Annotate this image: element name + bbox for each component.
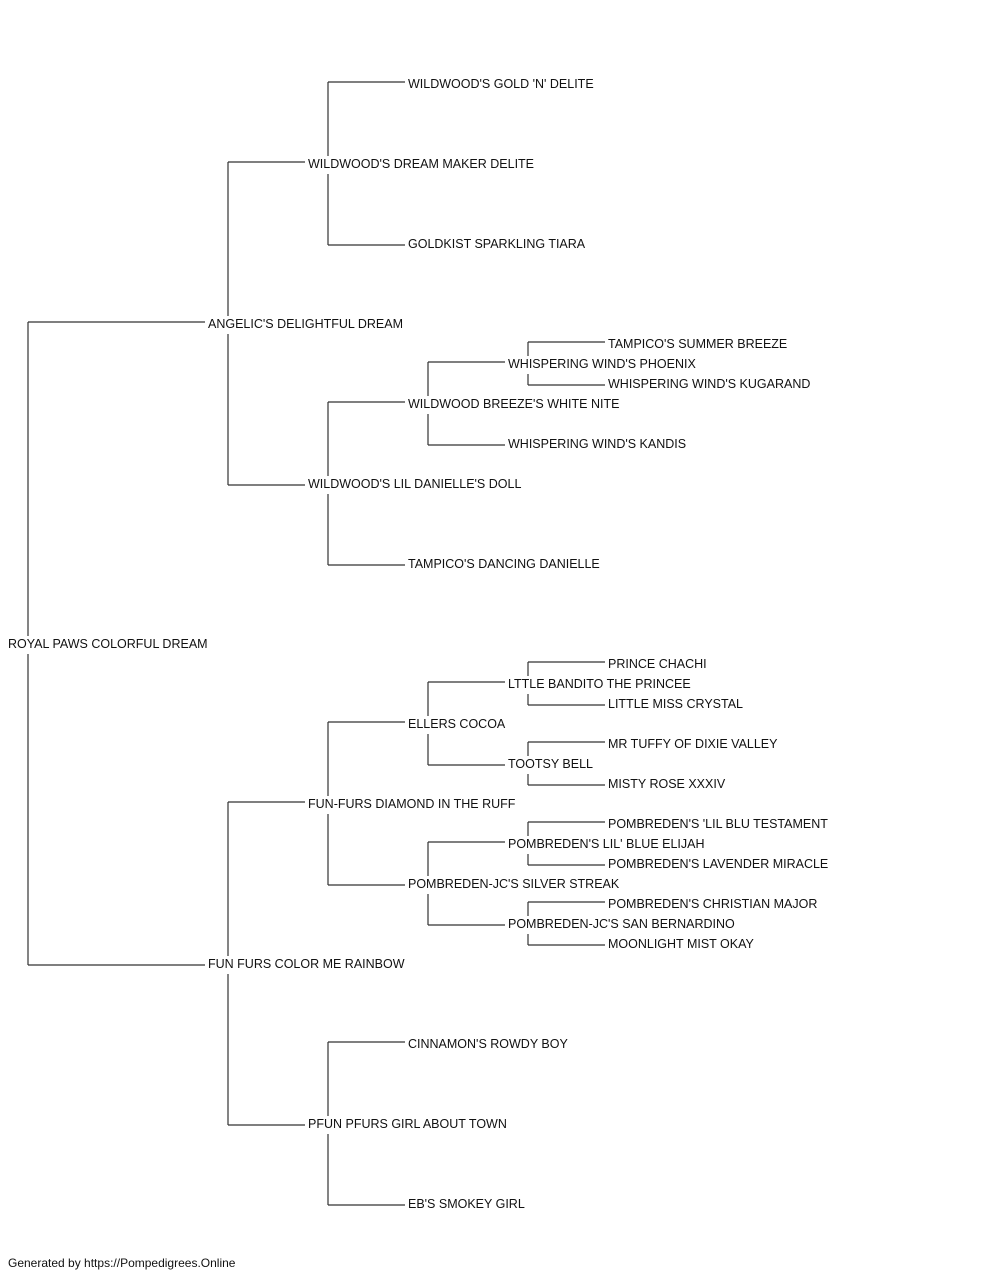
- ancestor-name: TAMPICO'S SUMMER BREEZE: [608, 337, 787, 351]
- ancestor-name: WHISPERING WIND'S KANDIS: [508, 437, 686, 451]
- ancestor-name: MR TUFFY OF DIXIE VALLEY: [608, 737, 778, 751]
- subject-name: ROYAL PAWS COLORFUL DREAM: [8, 637, 208, 651]
- ancestor-name: LTTLE BANDITO THE PRINCEE: [508, 677, 691, 691]
- ancestor-name: POMBREDEN'S CHRISTIAN MAJOR: [608, 897, 817, 911]
- ancestor-name: WHISPERING WIND'S PHOENIX: [508, 357, 696, 371]
- ancestor-name: POMBREDEN-JC'S SAN BERNARDINO: [508, 917, 735, 931]
- ancestor-name: MOONLIGHT MIST OKAY: [608, 937, 755, 951]
- dam-name: FUN FURS COLOR ME RAINBOW: [208, 957, 405, 971]
- ancestor-name: WHISPERING WIND'S KUGARAND: [608, 377, 810, 391]
- ancestor-name: POMBREDEN'S 'LIL BLU TESTAMENT: [608, 817, 828, 831]
- ancestor-name: LITTLE MISS CRYSTAL: [608, 697, 743, 711]
- ancestor-name: WILDWOOD BREEZE'S WHITE NITE: [408, 397, 619, 411]
- dam-sire-name: FUN-FURS DIAMOND IN THE RUFF: [308, 797, 516, 811]
- connector-lines: [27, 81, 605, 1206]
- ancestor-name: TOOTSY BELL: [508, 757, 593, 771]
- ancestor-name: GOLDKIST SPARKLING TIARA: [408, 237, 586, 251]
- footer-credit: Generated by https://Pompedigrees.Online: [8, 1256, 236, 1270]
- sire-dam-name: WILDWOOD'S LIL DANIELLE'S DOLL: [308, 477, 521, 491]
- ancestor-name: POMBREDEN'S LIL' BLUE ELIJAH: [508, 837, 705, 851]
- ancestor-name: ELLERS COCOA: [408, 717, 506, 731]
- ancestor-name: WILDWOOD'S GOLD 'N' DELITE: [408, 77, 594, 91]
- sire-name: ANGELIC'S DELIGHTFUL DREAM: [208, 317, 403, 331]
- ancestor-name: EB'S SMOKEY GIRL: [408, 1197, 525, 1211]
- sire-sire-name: WILDWOOD'S DREAM MAKER DELITE: [308, 157, 534, 171]
- ancestor-name: POMBREDEN'S LAVENDER MIRACLE: [608, 857, 828, 871]
- ancestor-name: CINNAMON'S ROWDY BOY: [408, 1037, 568, 1051]
- dam-dam-name: PFUN PFURS GIRL ABOUT TOWN: [308, 1117, 507, 1131]
- ancestor-name: MISTY ROSE XXXIV: [608, 777, 726, 791]
- ancestor-name: PRINCE CHACHI: [608, 657, 707, 671]
- ancestor-name: TAMPICO'S DANCING DANIELLE: [408, 557, 600, 571]
- ancestor-name: POMBREDEN-JC'S SILVER STREAK: [408, 877, 620, 891]
